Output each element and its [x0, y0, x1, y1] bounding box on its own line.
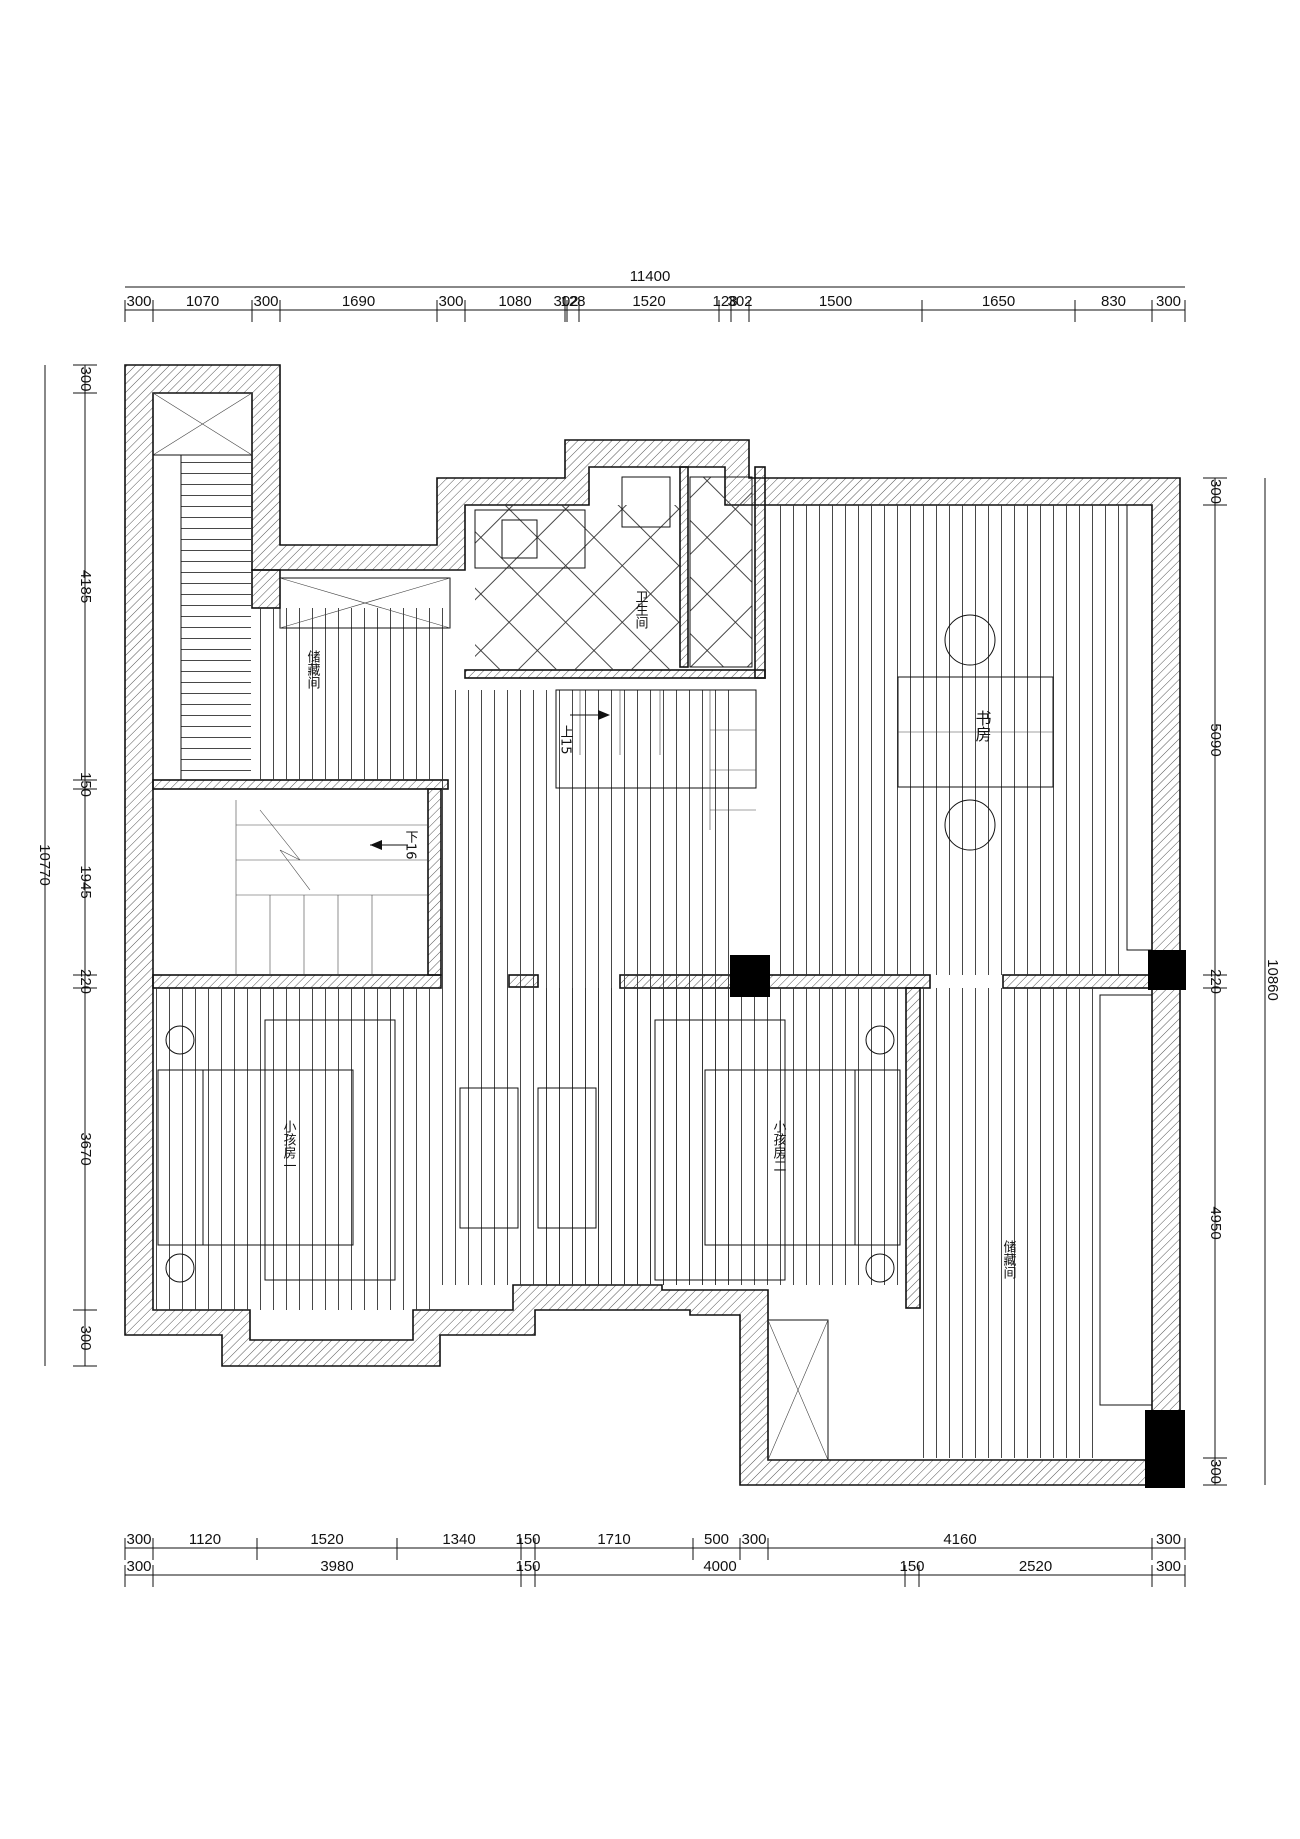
- dim-label: 300: [126, 1531, 151, 1548]
- dim-label: 300: [253, 293, 278, 310]
- dim-label: 500: [704, 1531, 729, 1548]
- dim-label: 220: [77, 969, 94, 994]
- stair-left: [152, 788, 429, 976]
- dim-label: 300: [1156, 1531, 1181, 1548]
- dim-label: 302: [727, 293, 752, 310]
- dim-label: 1080: [498, 293, 531, 310]
- dim-label: 302: [553, 293, 578, 310]
- dim-label: 1500: [819, 293, 852, 310]
- label-kids-room-1: 小孩房一: [281, 1120, 297, 1172]
- dim-label: 4160: [943, 1531, 976, 1548]
- dim-label: 300: [126, 293, 151, 310]
- dim-label: 1945: [77, 865, 94, 898]
- dim-label: 220: [1207, 969, 1224, 994]
- wardrobes: [152, 392, 1153, 1461]
- dim-label: 300: [1207, 1459, 1224, 1484]
- dim-top-total: 11400: [630, 268, 671, 285]
- dim-label: 1340: [442, 1531, 475, 1548]
- label-storage-right: 储藏间: [1001, 1240, 1017, 1279]
- dim-label: 128: [712, 293, 737, 310]
- dim-label: 300: [1156, 1558, 1181, 1575]
- dim-label: 2520: [1019, 1558, 1052, 1575]
- label-stair-up: 上15: [558, 725, 574, 755]
- vanity: [474, 509, 586, 569]
- dim-label: 4185: [77, 570, 94, 603]
- dim-label: 150: [77, 772, 94, 797]
- dim-label: 300: [741, 1531, 766, 1548]
- dim-label: 300: [126, 1558, 151, 1575]
- dim-label: 150: [899, 1558, 924, 1575]
- dim-label: 1520: [310, 1531, 343, 1548]
- structural-columns: [730, 950, 1186, 1488]
- bed-kids-room-1: [157, 1019, 519, 1283]
- sink-basin: [501, 519, 538, 559]
- dim-label: 5090: [1207, 723, 1224, 756]
- dim-label: 1070: [186, 293, 219, 310]
- dim-right: 10860 300 5090 220 4950 300: [1203, 477, 1281, 1486]
- dim-label: 150: [515, 1531, 540, 1548]
- stair-center: [555, 689, 757, 830]
- dim-label: 4950: [1207, 1206, 1224, 1239]
- dim-label: 1710: [597, 1531, 630, 1548]
- room-labels: 卫生间 书房 储藏间 储藏间 小孩房一 小孩房二 上15 下16: [281, 590, 1017, 1279]
- dim-right-total: 10860: [1264, 959, 1281, 1001]
- dim-label: 300: [1207, 479, 1224, 504]
- shower: [689, 476, 753, 668]
- chair-top: [944, 614, 996, 666]
- bathroom-fixtures: [474, 476, 753, 668]
- dim-label: 3980: [320, 1558, 353, 1575]
- column-right-top: [1148, 950, 1186, 990]
- label-bathroom: 卫生间: [633, 590, 649, 629]
- dim-left: 10770 300 4185 150 1945 220 3670 300: [36, 364, 97, 1367]
- chair-bottom: [944, 799, 996, 851]
- dim-label: 300: [77, 366, 94, 391]
- floor-fills: [153, 455, 1127, 1458]
- dim-label: 300: [1156, 293, 1181, 310]
- label-stair-down: 下16: [403, 830, 419, 860]
- dim-label: 4000: [703, 1558, 736, 1575]
- toilet: [621, 476, 671, 528]
- dim-label: 1690: [342, 293, 375, 310]
- dim-label: 128: [560, 293, 585, 310]
- dim-label: 150: [515, 1558, 540, 1575]
- dim-label: 830: [1101, 293, 1126, 310]
- dim-left-total: 10770: [36, 844, 53, 886]
- dim-bottom: 300 1120 1520 1340 150 1710 500 300 4160 300 300 3…: [124, 1531, 1186, 1587]
- label-study: 书房: [973, 710, 992, 743]
- bed-kids-room-2: [537, 1019, 901, 1283]
- dim-label: 1650: [982, 293, 1015, 310]
- study-furniture: [897, 614, 1054, 851]
- label-storage-top: 储藏间: [305, 650, 321, 689]
- dim-label: 300: [438, 293, 463, 310]
- column-center: [730, 955, 770, 997]
- column-right-bottom: [1145, 1410, 1185, 1488]
- dim-label: 3670: [77, 1132, 94, 1165]
- dim-label: 1120: [189, 1531, 221, 1548]
- label-kids-room-2: 小孩房二: [771, 1120, 787, 1172]
- dim-label: 300: [77, 1325, 94, 1350]
- dim-label: 1520: [632, 293, 665, 310]
